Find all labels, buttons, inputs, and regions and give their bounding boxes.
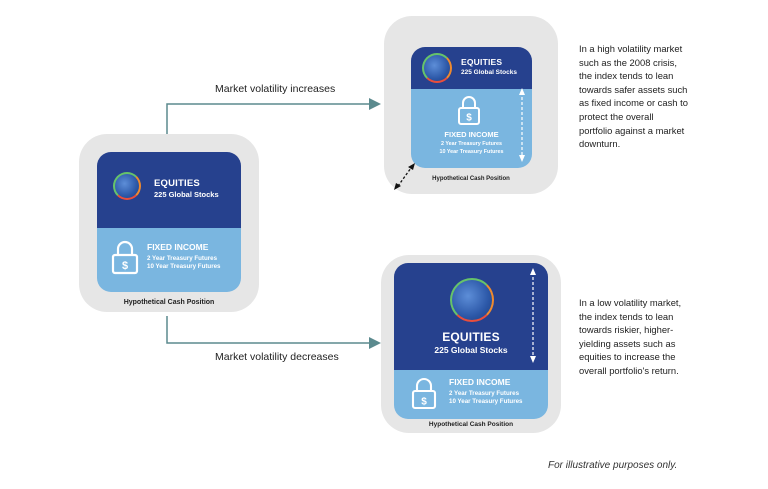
fixed-income-title: FIXED INCOME xyxy=(147,242,209,252)
allocation-card: EQUITIES 225 Global Stocks $ FIXED INCOM… xyxy=(97,152,241,292)
fixed-income-line-1: 2 Year Treasury Futures xyxy=(449,390,520,397)
low-volatility-panel: EQUITIES 225 Global Stocks $ FIXED INCOM… xyxy=(381,255,561,433)
svg-text:$: $ xyxy=(421,397,427,408)
globe-icon xyxy=(450,278,494,322)
fixed-income-line-2: 10 Year Treasury Futures xyxy=(449,398,523,405)
fixed-income-line-1: 2 Year Treasury Futures xyxy=(440,141,503,147)
equities-subtitle: 225 Global Stocks xyxy=(434,345,508,355)
equities-block: EQUITIES 225 Global Stocks xyxy=(97,152,241,228)
lock-dollar-icon: $ xyxy=(458,96,480,125)
fixed-income-title: FIXED INCOME xyxy=(444,130,499,139)
fixed-income-line-2: 10 Year Treasury Futures xyxy=(439,149,504,155)
lock-dollar-icon: $ xyxy=(411,377,437,410)
equities-title: EQUITIES xyxy=(442,330,500,344)
svg-text:$: $ xyxy=(122,260,128,272)
volatility-increases-label: Market volatility increases xyxy=(215,83,336,95)
volatility-decreases-label: Market volatility decreases xyxy=(215,351,339,363)
fixed-income-line-1: 2 Year Treasury Futures xyxy=(147,255,218,262)
fixed-income-title: FIXED INCOME xyxy=(449,377,511,387)
equities-block: EQUITIES 225 Global Stocks xyxy=(394,263,548,370)
equities-title: EQUITIES xyxy=(461,57,503,67)
disclaimer-footer: For illustrative purposes only. xyxy=(548,460,678,471)
fixed-income-line-2: 10 Year Treasury Futures xyxy=(147,263,221,270)
equities-block: EQUITIES 225 Global Stocks xyxy=(411,47,532,89)
decrease-arrow xyxy=(166,316,381,349)
lock-dollar-icon: $ xyxy=(111,240,139,275)
low-volatility-card: EQUITIES 225 Global Stocks $ FIXED INCOM… xyxy=(394,263,548,419)
fixed-income-block: $ FIXED INCOME 2 Year Treasury Futures 1… xyxy=(394,370,548,419)
low-volatility-note: In a low volatility market, the index te… xyxy=(579,297,682,376)
fixed-income-block: $ FIXED INCOME 2 Year Treasury Futures 1… xyxy=(411,89,532,168)
current-allocation-panel: EQUITIES 225 Global Stocks $ FIXED INCOM… xyxy=(79,134,259,312)
high-volatility-card: EQUITIES 225 Global Stocks $ FIXED INCOM… xyxy=(411,47,532,168)
equities-title: EQUITIES xyxy=(154,178,200,189)
cash-position-caption: Hypothetical Cash Position xyxy=(123,299,215,306)
cash-position-caption: Hypothetical Cash Position xyxy=(432,176,510,182)
svg-text:$: $ xyxy=(466,113,472,124)
cash-position-caption: Hypothetical Cash Position xyxy=(428,421,514,428)
globe-icon xyxy=(113,172,141,200)
high-volatility-note: In a high volatility market such as the … xyxy=(579,43,688,150)
fixed-income-block: $ FIXED INCOME 2 Year Treasury Futures 1… xyxy=(97,228,241,292)
equities-subtitle: 225 Global Stocks xyxy=(154,190,219,199)
increase-arrow xyxy=(166,98,381,134)
equities-subtitle: 225 Global Stocks xyxy=(461,69,517,76)
globe-icon xyxy=(422,53,452,83)
